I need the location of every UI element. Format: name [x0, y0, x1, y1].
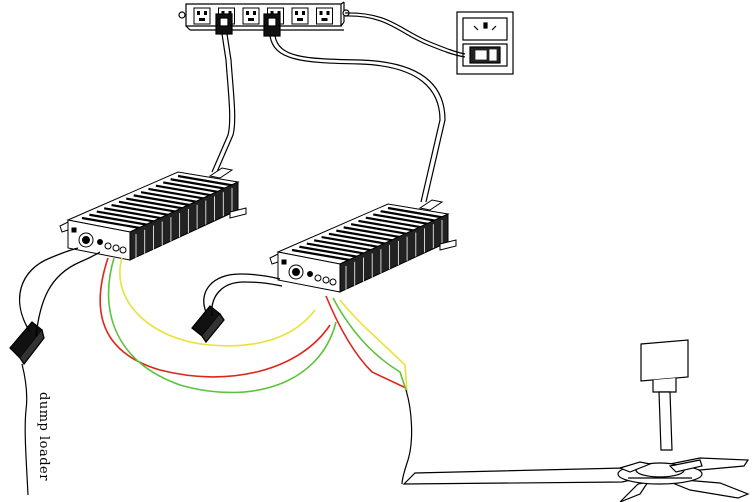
strip-socket [242, 7, 260, 25]
strip-socket [316, 7, 333, 25]
dump-load-1 [9, 247, 101, 366]
wire-red-2 [325, 295, 407, 389]
dump-load-label: dump loader [36, 392, 51, 481]
colored-wires [99, 257, 408, 394]
wire-green-1 [107, 257, 337, 394]
wire-yellow-2 [339, 299, 408, 393]
strip-plugs [215, 13, 281, 37]
wind-turbine [402, 339, 750, 502]
outlet-upper-socket-icon [473, 22, 497, 31]
wire-green-2 [332, 297, 407, 391]
power-cords [211, 12, 466, 203]
dump-load-1-lead [21, 363, 29, 496]
charge-controllers [59, 167, 457, 293]
wall-outlet [456, 11, 514, 75]
wire-red-1 [99, 257, 331, 378]
fan-lead [401, 389, 413, 485]
controller-2 [269, 199, 457, 293]
strip-socket [193, 7, 211, 25]
dump-load-2 [191, 273, 283, 344]
strip-socket [291, 7, 309, 25]
controller-1 [59, 167, 247, 261]
outlet-plug-icon [469, 46, 501, 64]
dump-loads [9, 247, 283, 366]
wire-yellow-1 [119, 257, 316, 347]
